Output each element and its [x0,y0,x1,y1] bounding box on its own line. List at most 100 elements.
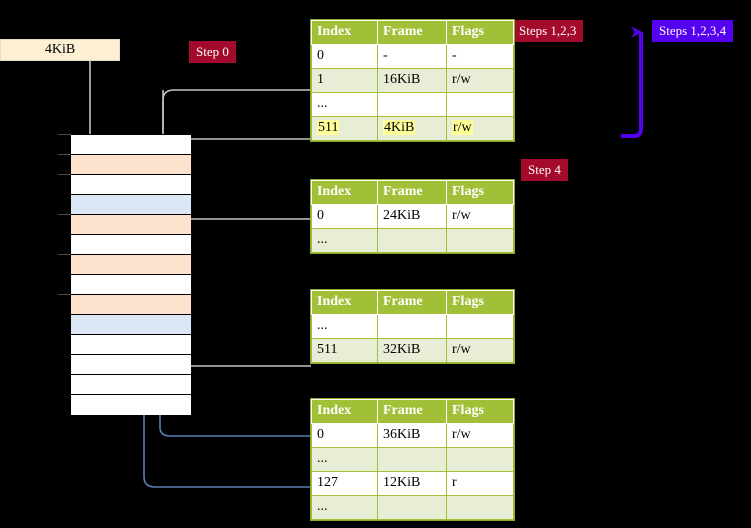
column-header-index: Index [311,20,378,45]
memory-frame-row [71,215,191,235]
table-row: 511 4KiB r/w [311,116,514,141]
memory-tick [58,134,71,135]
memory-frame-row [71,155,191,175]
cell-frame [377,228,447,253]
memory-tick [58,294,71,295]
cell-index: 0 [311,423,378,448]
cell-index: ... [311,447,378,472]
column-header-frame: Frame [377,290,447,315]
cell-index: 511 [311,338,378,363]
column-header-frame: Frame [377,399,447,424]
memory-frame-row [71,315,191,335]
cell-flags: - [446,44,514,69]
column-header-index: Index [311,180,378,205]
memory-tick [58,214,71,215]
table-row: ... [311,314,514,339]
cell-index: ... [311,495,378,520]
cell-flags [446,92,514,117]
memory-tick [58,254,71,255]
cell-index: 511 [311,116,378,141]
cell-frame: - [377,44,447,69]
column-header-index: Index [311,399,378,424]
cell-flags: r/w [446,116,514,141]
table-row: ... [311,92,514,117]
highlighted-value: r/w [452,120,473,135]
badge-step-0: Step 0 [189,41,236,63]
memory-frame-row [71,235,191,255]
cell-frame: 12KiB [377,471,447,496]
highlighted-value: 511 [317,120,340,135]
column-header-index: Index [311,290,378,315]
cell-frame [377,92,447,117]
memory-tick [58,174,71,175]
table-row: ... [311,447,514,472]
memory-frame-row [71,355,191,375]
badge-step-4: Step 4 [521,159,568,181]
cell-frame: 36KiB [377,423,447,448]
cell-flags: r/w [446,68,514,93]
wire-t2-0-to-frame [176,218,311,262]
column-header-frame: Frame [377,180,447,205]
memory-frame-row [71,395,191,415]
column-header-flags: Flags [446,290,514,315]
memory-frame-row [71,375,191,395]
physical-memory-column [70,134,191,415]
arrow-steps-1234 [621,26,643,138]
cell-frame [377,495,447,520]
frame-size-box: 4KiB [0,39,120,61]
table-row: 0-- [311,44,514,69]
cell-flags [446,314,514,339]
table-row: ... [311,228,514,253]
cell-index: ... [311,228,378,253]
cell-flags [446,495,514,520]
memory-frame-row [71,255,191,275]
memory-frame-row [71,275,191,295]
cell-index: 0 [311,204,378,229]
cell-flags: r [446,471,514,496]
cell-frame: 16KiB [377,68,447,93]
cell-frame [377,447,447,472]
column-header-frame: Frame [377,20,447,45]
cell-flags [446,228,514,253]
badge-steps-1-2-3: Steps 1,2,3 [512,20,584,42]
memory-frame-row [71,135,191,155]
cell-frame: 32KiB [377,338,447,363]
cell-index: 0 [311,44,378,69]
cell-frame [377,314,447,339]
table-row: ... [311,495,514,520]
column-header-flags: Flags [446,20,514,45]
cell-index: ... [311,314,378,339]
cell-frame: 24KiB [377,204,447,229]
memory-frame-row [71,195,191,215]
column-header-flags: Flags [446,180,514,205]
column-header-flags: Flags [446,399,514,424]
memory-frame-row [71,175,191,195]
badge-steps-1-2-3-4: Steps 1,2,3,4 [652,20,734,42]
cell-flags [446,447,514,472]
wire-t1-511-to-frame [175,138,311,158]
memory-frame-row [71,295,191,315]
cell-frame: 4KiB [377,116,447,141]
wire-frame-to-t3 [177,300,311,367]
cell-index: 1 [311,68,378,93]
cell-index: 127 [311,471,378,496]
highlighted-value: 4KiB [383,120,416,135]
cell-flags: r/w [446,204,514,229]
cell-flags: r/w [446,338,514,363]
cell-flags: r/w [446,423,514,448]
memory-frame-row [71,335,191,355]
memory-tick [58,154,71,155]
